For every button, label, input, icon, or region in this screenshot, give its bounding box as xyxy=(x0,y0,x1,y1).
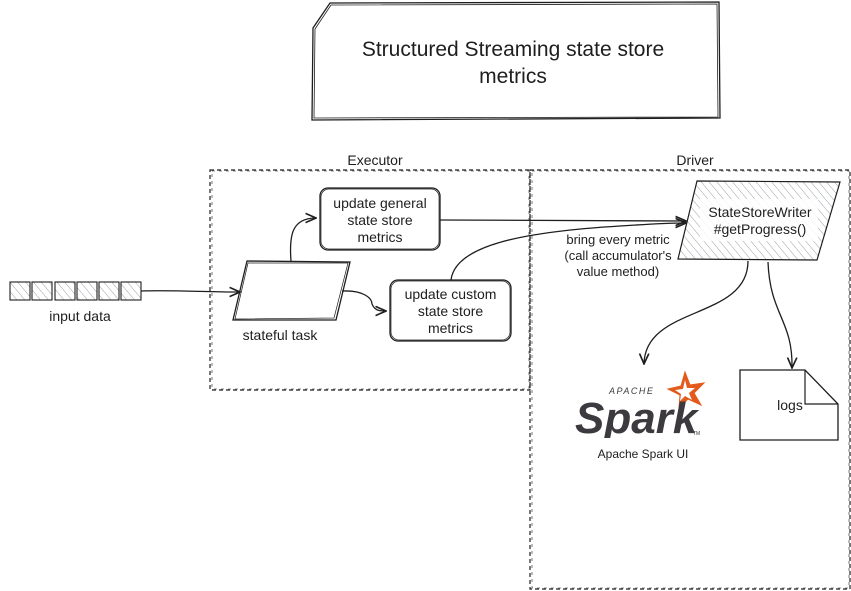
bring-metric-label: bring every metric (call accumulator's v… xyxy=(564,232,672,279)
state-store-writer-label: StateStoreWriter #getProgress() xyxy=(708,204,812,237)
logs-node xyxy=(739,369,839,441)
update-custom-label: update custom state store metrics xyxy=(404,286,497,336)
spark-logo-apache: APACHE xyxy=(608,386,654,396)
edge-input-to-task xyxy=(140,291,240,292)
diagram-title-line1: Structured Streaming state store xyxy=(361,38,665,61)
input-data-label: input data xyxy=(49,308,111,324)
spark-logo-wordmark: Spark xyxy=(575,394,700,438)
edge-task-to-general xyxy=(289,218,316,262)
edge-writer-to-logs xyxy=(767,261,792,368)
driver-container xyxy=(529,169,851,590)
update-general-node xyxy=(319,187,441,251)
spark-ui-label: Apache Spark UI xyxy=(597,447,689,461)
logs-label: logs xyxy=(777,397,803,413)
edge-custom-to-writer xyxy=(450,223,686,281)
edge-task-to-custom xyxy=(341,290,386,311)
edge-general-to-writer xyxy=(439,220,686,221)
stateful-task-node xyxy=(232,260,351,321)
state-store-writer-node xyxy=(677,180,841,261)
update-general-label: update general state store metrics xyxy=(333,195,427,245)
diagram-title: Structured Streaming state store metrics xyxy=(312,36,714,90)
executor-label: Executor xyxy=(347,152,403,168)
apache-spark-logo: APACHE Spark TM xyxy=(575,370,706,438)
title-box xyxy=(311,1,721,121)
input-data-queue xyxy=(9,281,142,301)
update-custom-node xyxy=(389,279,512,342)
diagram-title-line2: metrics xyxy=(479,65,547,88)
spark-logo-tm: TM xyxy=(693,431,700,437)
edge-writer-to-spark-ui xyxy=(644,260,749,364)
stateful-task-label: stateful task xyxy=(242,327,318,343)
driver-label: Driver xyxy=(676,152,714,168)
